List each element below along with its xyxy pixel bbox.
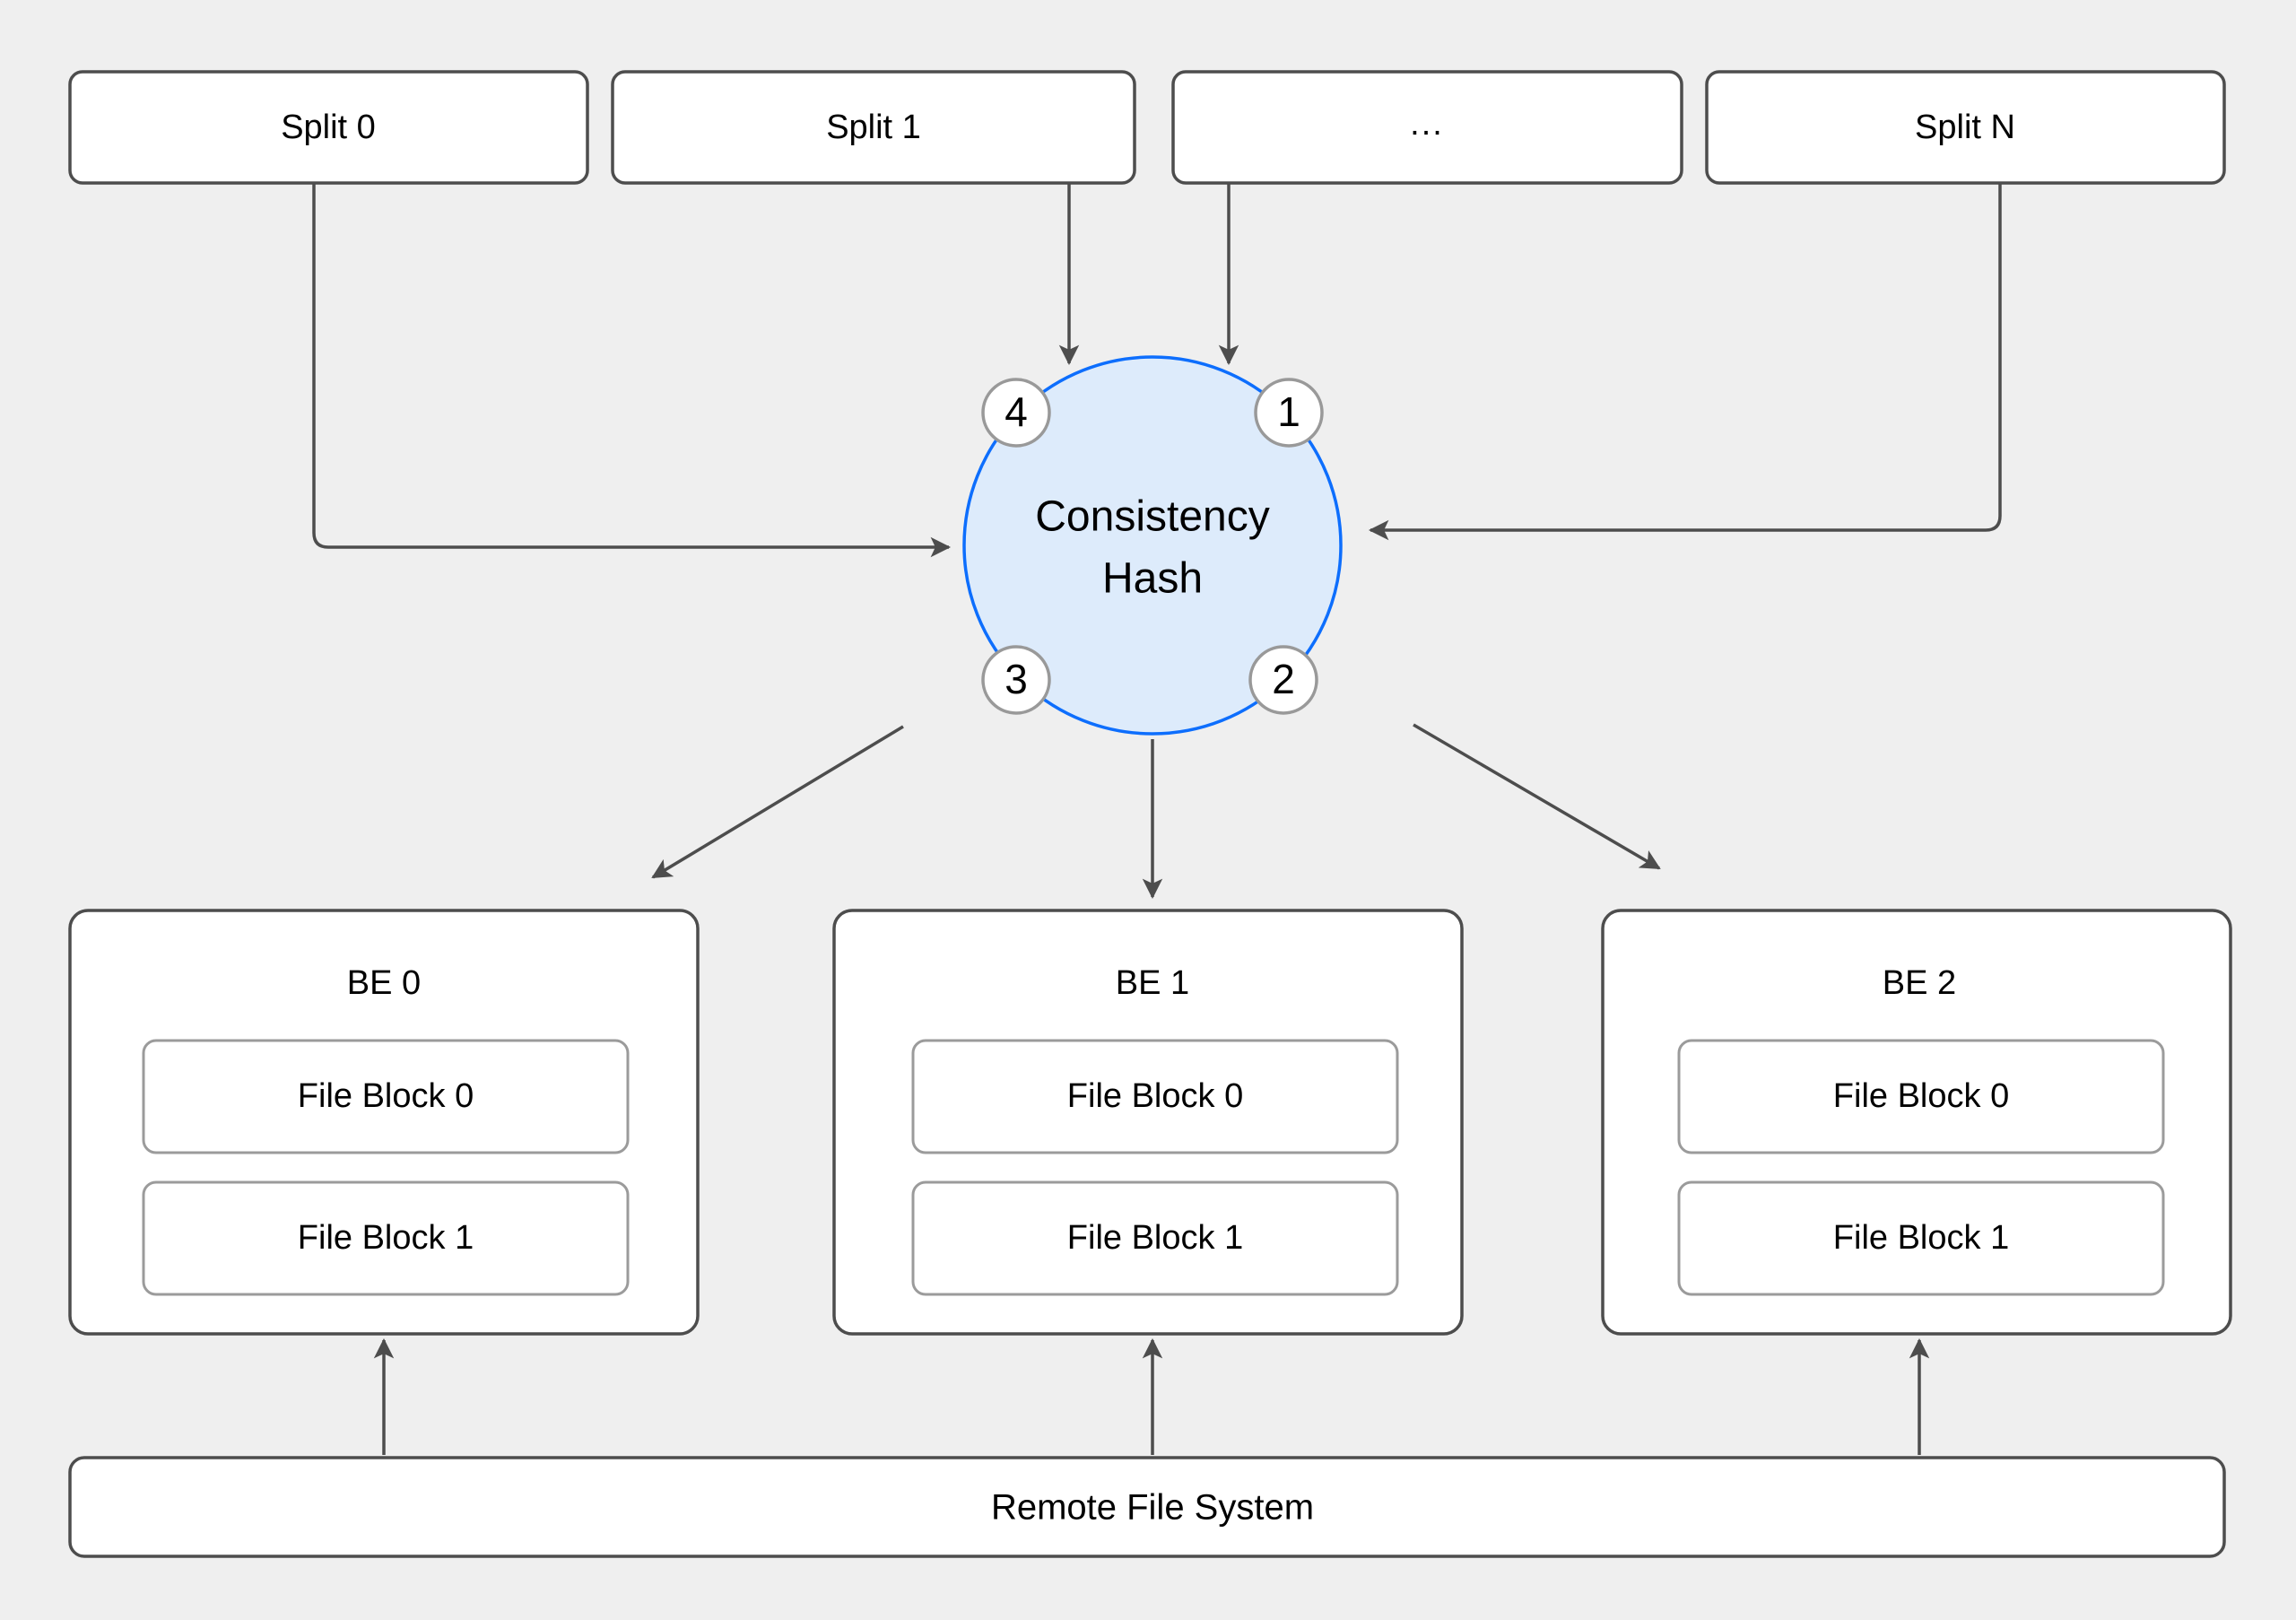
hash-node-4-label: 4	[1004, 388, 1028, 435]
hash-node-3-circle[interactable]	[981, 645, 1051, 715]
consistency-hash-label-line1: Consistency	[1035, 493, 1269, 541]
backend-be-1-block-1-label: File Block 1	[1067, 1219, 1243, 1257]
backend-be-0-block-0[interactable]: File Block 0	[142, 1039, 630, 1154]
hash-node-3-label: 3	[1004, 656, 1028, 702]
split-box-n-label: Split N	[1915, 109, 2015, 146]
backend-be-1-block-0[interactable]: File Block 0	[911, 1039, 1399, 1154]
backend-be-2-block-1-rect[interactable]	[1677, 1180, 2165, 1296]
backend-be-0[interactable]: BE 0 File Block 0 File Block 1	[68, 909, 700, 1336]
backend-be-0-label: BE 0	[347, 964, 421, 1002]
split-box-1-rect[interactable]	[611, 70, 1136, 185]
backend-be-1-block-0-rect[interactable]	[911, 1039, 1399, 1154]
backend-be-0-block-1[interactable]: File Block 1	[142, 1180, 630, 1296]
hash-node-3[interactable]: 3	[981, 645, 1051, 715]
consistency-hash-circle[interactable]	[962, 355, 1343, 736]
backend-be-2-block-0-label: File Block 0	[1833, 1077, 2009, 1115]
hash-node-2-circle[interactable]	[1248, 645, 1318, 715]
connector-hash-to-be0	[651, 725, 904, 879]
hash-node-1-circle[interactable]	[1254, 378, 1324, 448]
hash-node-1-label: 1	[1277, 388, 1300, 435]
hash-node-1[interactable]: 1	[1254, 378, 1324, 448]
backend-be-2[interactable]: BE 2 File Block 0 File Block 1	[1601, 909, 2232, 1336]
connector-split0-to-hash	[312, 183, 952, 558]
backends-row: BE 0 File Block 0 File Block 1 BE 1 File…	[68, 909, 2232, 1336]
backend-be-2-block-0[interactable]: File Block 0	[1677, 1039, 2165, 1154]
hash-node-4-circle[interactable]	[981, 378, 1051, 448]
remote-file-system-rect[interactable]	[68, 1456, 2226, 1558]
remote-file-system[interactable]: Remote File System	[68, 1456, 2226, 1558]
split-box-ellipsis-label: ...	[1410, 105, 1444, 143]
remote-file-system-label: Remote File System	[991, 1488, 1314, 1528]
backend-be-1-block-1-rect[interactable]	[911, 1180, 1399, 1296]
hash-node-4[interactable]: 4	[981, 378, 1051, 448]
split-box-0[interactable]: Split 0	[68, 70, 589, 185]
backend-be-0-block-1-rect[interactable]	[142, 1180, 630, 1296]
backend-be-2-label: BE 2	[1883, 964, 1956, 1002]
backend-be-2-block-0-rect[interactable]	[1677, 1039, 2165, 1154]
consistency-hash-group[interactable]: Consistency Hash 1 2 3 4	[962, 355, 1343, 736]
connector-group	[312, 183, 2002, 1455]
split-box-ellipsis[interactable]: ...	[1171, 70, 1683, 185]
split-box-n[interactable]: Split N	[1705, 70, 2226, 185]
split-box-n-rect[interactable]	[1705, 70, 2226, 185]
backend-be-1-label: BE 1	[1116, 964, 1189, 1002]
backend-be-1-block-0-label: File Block 0	[1067, 1077, 1243, 1115]
backend-be-2-block-1-label: File Block 1	[1833, 1219, 2009, 1257]
backend-be-1-block-1[interactable]: File Block 1	[911, 1180, 1399, 1296]
hash-node-2-label: 2	[1272, 656, 1295, 702]
consistency-hash-label-line2: Hash	[1102, 555, 1203, 603]
split-box-ellipsis-rect[interactable]	[1171, 70, 1683, 185]
split-box-0-label: Split 0	[281, 109, 376, 146]
backend-be-0-block-0-rect[interactable]	[142, 1039, 630, 1154]
backend-be-0-block-0-label: File Block 0	[298, 1077, 474, 1115]
split-box-1[interactable]: Split 1	[611, 70, 1136, 185]
hash-node-2[interactable]: 2	[1248, 645, 1318, 715]
backend-be-2-block-1[interactable]: File Block 1	[1677, 1180, 2165, 1296]
connector-splitN-to-hash	[1368, 183, 2002, 541]
backend-be-1[interactable]: BE 1 File Block 0 File Block 1	[832, 909, 1464, 1336]
connector-hash-to-be2	[1413, 723, 1661, 870]
split-box-1-label: Split 1	[826, 109, 921, 146]
splits-row: Split 0 Split 1 ... Split N	[68, 70, 2226, 185]
backend-be-0-block-1-label: File Block 1	[298, 1219, 474, 1257]
split-box-0-rect[interactable]	[68, 70, 589, 185]
